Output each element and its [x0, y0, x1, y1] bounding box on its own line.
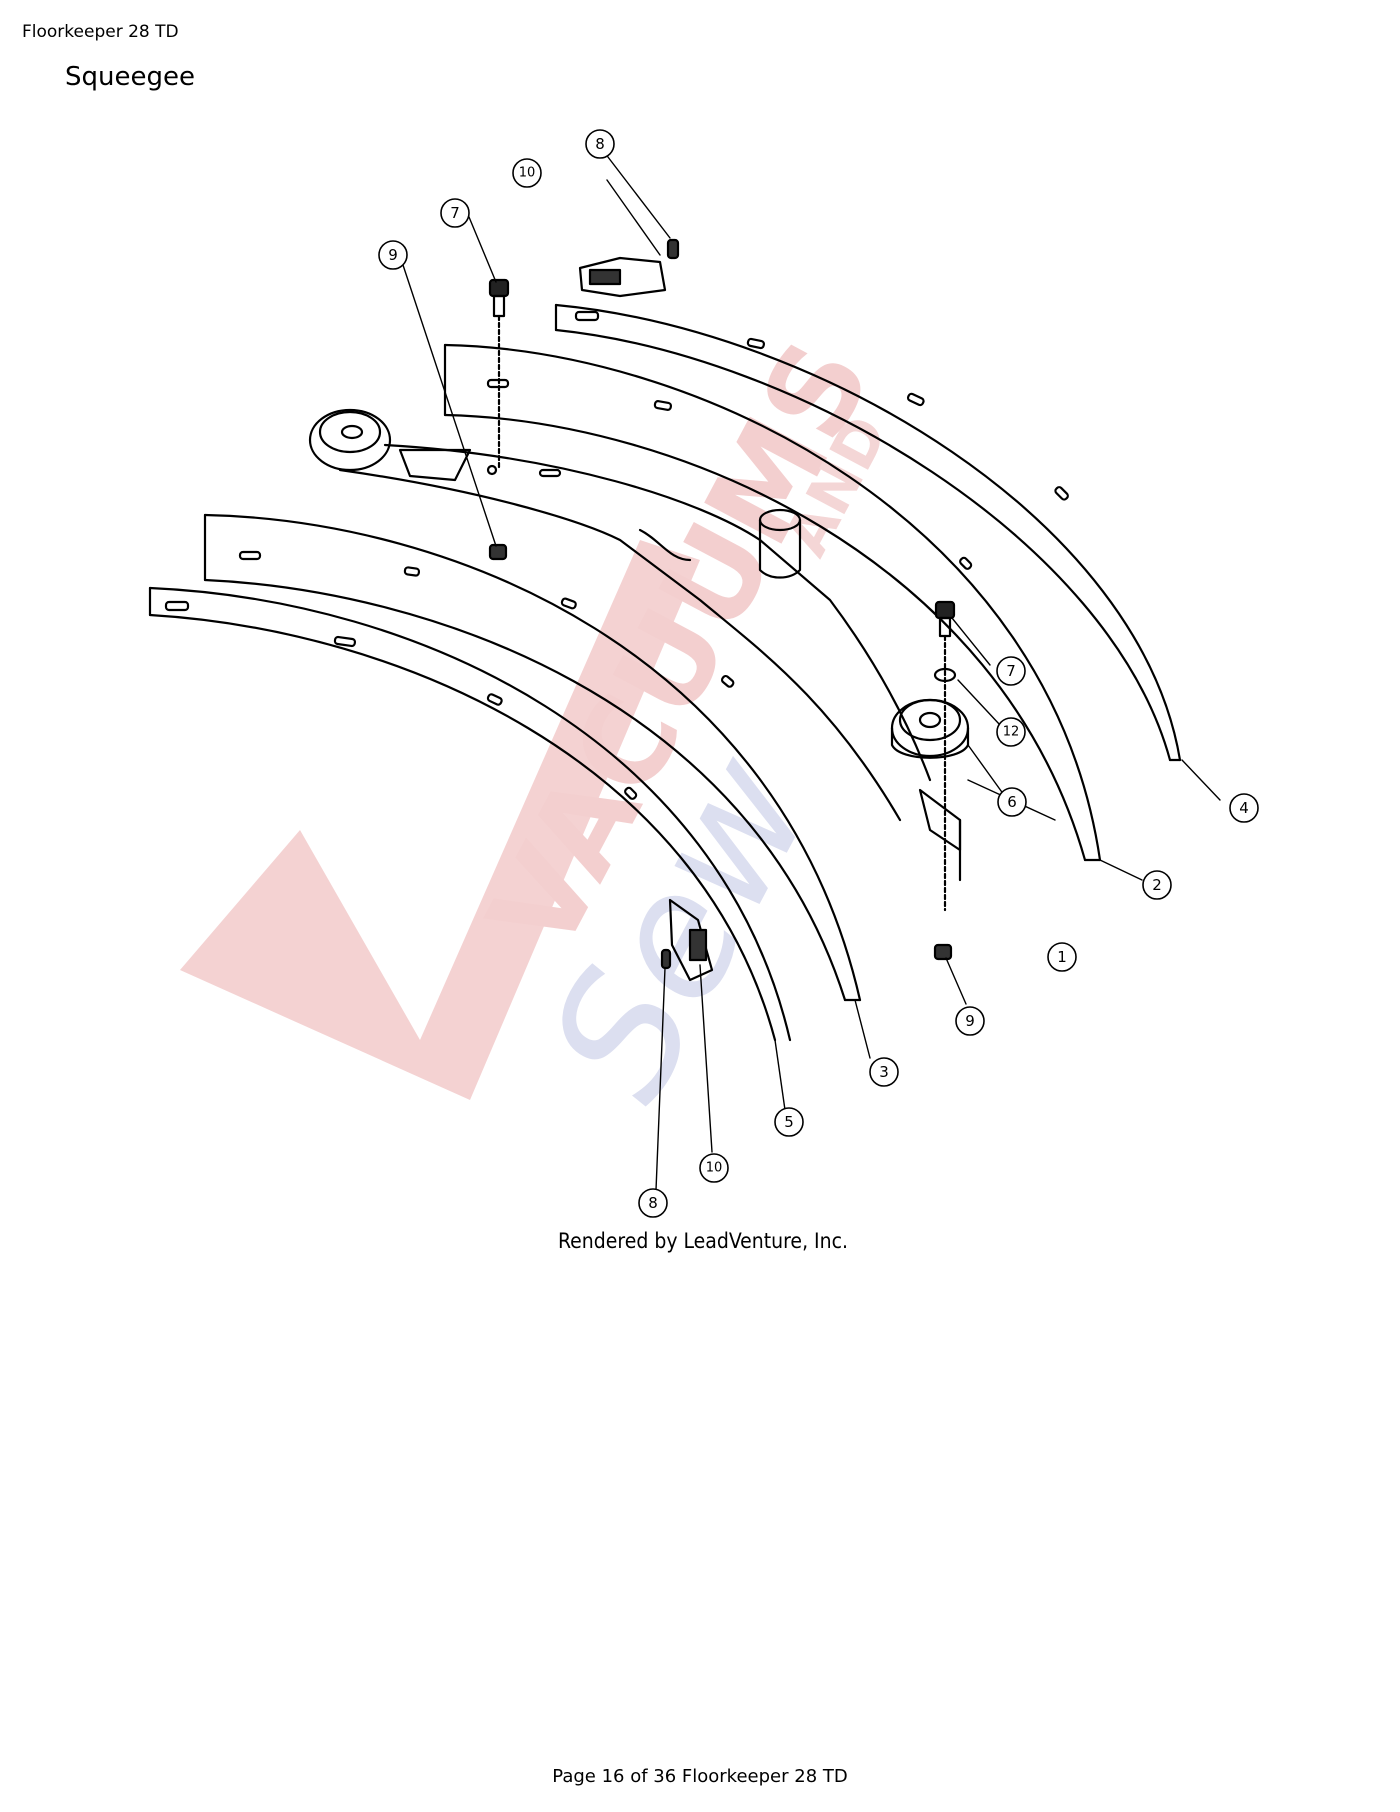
- nut-9-lower: [933, 943, 953, 961]
- blade-3: [203, 513, 862, 1002]
- nut-8-upper: [666, 238, 680, 260]
- bolt-7-right: [933, 600, 957, 912]
- nut-8-lower: [660, 948, 672, 970]
- callout-label-5: 5: [784, 1113, 794, 1131]
- callout-label-7-upper: 7: [450, 204, 460, 222]
- document-header: Floorkeeper 28 TD: [22, 22, 179, 42]
- callout-label-10-upper: 10: [519, 166, 536, 181]
- callout-label-3: 3: [879, 1063, 889, 1081]
- callouts: [378, 129, 1259, 1218]
- callout-label-8-lower: 8: [648, 1194, 658, 1212]
- callout-1: [1047, 942, 1077, 972]
- nut-9-upper: [488, 543, 508, 561]
- callout-label-8-upper: 8: [595, 135, 605, 153]
- callout-3: [869, 1057, 899, 1087]
- blade-4: [554, 303, 1182, 762]
- callout-label-1: 1: [1057, 948, 1067, 966]
- callout-7-right: [996, 656, 1026, 686]
- callout-label-9-lower: 9: [965, 1012, 975, 1030]
- callout-label-10-lower: 10: [706, 1161, 723, 1176]
- clip-10-upper: [578, 256, 667, 298]
- callout-8-lower: [638, 1188, 668, 1218]
- callout-10-upper: [512, 158, 542, 188]
- callout-label-2: 2: [1152, 876, 1162, 894]
- callout-6: [997, 787, 1027, 817]
- callout-2: [1142, 870, 1172, 900]
- callout-9-upper: [378, 240, 408, 270]
- callout-9-lower: [955, 1006, 985, 1036]
- parts-diagram: VACUUMS AND Sew: [148, 129, 1259, 1253]
- callout-label-6: 6: [1007, 793, 1017, 811]
- callout-8-upper: [585, 129, 615, 159]
- callout-label-9-upper: 9: [388, 246, 398, 264]
- blade-5: [148, 586, 792, 1042]
- frame-1: [308, 408, 962, 882]
- callout-label-7-right: 7: [1006, 662, 1016, 680]
- blade-2: [443, 343, 1102, 862]
- page-footer: Page 16 of 36 Floorkeeper 28 TD: [552, 1766, 848, 1787]
- render-credit: Rendered by LeadVenture, Inc.: [558, 1229, 848, 1253]
- leader-lines: [401, 143, 1221, 1191]
- callout-12: [996, 717, 1026, 747]
- bolt-7-upper: [488, 278, 510, 472]
- callout-4: [1229, 793, 1259, 823]
- callout-label-4: 4: [1239, 799, 1249, 817]
- callout-10-lower: [699, 1153, 729, 1183]
- callout-label-12: 12: [1003, 725, 1020, 740]
- callout-7-upper: [440, 198, 470, 228]
- callout-5: [774, 1107, 804, 1137]
- section-title: Squeegee: [65, 62, 195, 92]
- wheel-6: [890, 698, 970, 759]
